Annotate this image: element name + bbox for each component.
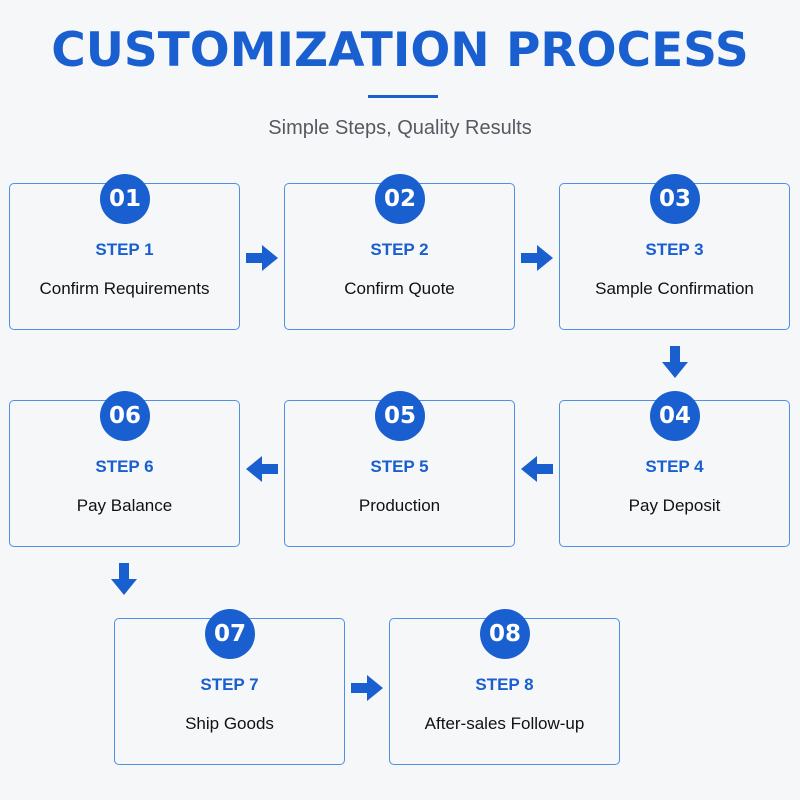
step-number-badge: 03: [650, 174, 700, 224]
step-card-5: 05 STEP 5 Production: [284, 391, 515, 547]
step-description: Ship Goods: [185, 714, 274, 733]
step-label: STEP 5: [370, 457, 429, 476]
step-label: STEP 1: [95, 240, 154, 259]
step-description: Confirm Quote: [344, 279, 455, 298]
step-label: STEP 3: [645, 240, 704, 259]
step-number-badge: 06: [100, 391, 150, 441]
page-subtitle: Simple Steps, Quality Results: [268, 117, 532, 139]
step-description: Pay Balance: [76, 496, 173, 515]
step-number-badge: 08: [480, 609, 530, 659]
arrow-down-icon: [657, 344, 693, 380]
arrow-right-icon: [519, 240, 555, 276]
step-card-4: 04 STEP 4 Pay Deposit: [559, 391, 790, 547]
step-card-6: 06 STEP 6 Pay Balance: [9, 391, 240, 547]
arrow-down-icon: [106, 561, 142, 597]
arrow-right-icon: [349, 670, 385, 706]
step-label: STEP 6: [95, 457, 154, 476]
step-description: Pay Deposit: [628, 496, 721, 515]
step-label: STEP 4: [645, 457, 704, 476]
step-description: Sample Confirmation: [595, 279, 754, 298]
step-number-badge: 07: [205, 609, 255, 659]
step-number-badge: 01: [100, 174, 150, 224]
step-card-8: 08 STEP 8 After-sales Follow-up: [389, 609, 620, 765]
arrow-left-icon: [519, 451, 555, 487]
step-card-7: 07 STEP 7 Ship Goods: [114, 609, 345, 765]
step-card-1: 01 STEP 1 Confirm Requirements: [9, 174, 240, 330]
step-label: STEP 2: [370, 240, 429, 259]
step-label: STEP 8: [475, 675, 534, 694]
step-card-3: 03 STEP 3 Sample Confirmation: [559, 174, 790, 330]
step-number-badge: 04: [650, 391, 700, 441]
step-description: Production: [358, 496, 441, 515]
title-underline: [368, 95, 438, 98]
step-description: Confirm Requirements: [39, 279, 210, 298]
step-description: After-sales Follow-up: [424, 714, 585, 733]
step-label: STEP 7: [200, 675, 259, 694]
arrow-left-icon: [244, 451, 280, 487]
step-card-2: 02 STEP 2 Confirm Quote: [284, 174, 515, 330]
step-number-badge: 02: [375, 174, 425, 224]
arrow-right-icon: [244, 240, 280, 276]
page-title: CUSTOMIZATION PROCESS: [51, 23, 749, 78]
step-number-badge: 05: [375, 391, 425, 441]
